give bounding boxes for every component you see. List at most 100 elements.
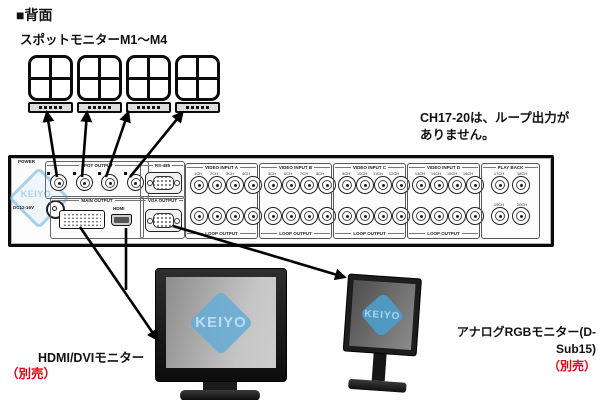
input-bnc-row — [409, 176, 484, 194]
bnc-connector — [512, 176, 530, 194]
loop-output-label: LOOP OUTPUT — [261, 231, 330, 236]
bnc-connector — [412, 176, 430, 194]
loop-output-label: LOOP OUTPUT — [187, 231, 256, 236]
monitor-bezel: KEIYO — [155, 268, 287, 382]
bnc-connector — [392, 207, 410, 225]
keiyo-logo: KEIYO — [359, 292, 405, 338]
keiyo-logo: KEIYO — [188, 289, 254, 356]
channel-label: 18CH — [516, 171, 528, 176]
bnc-connector — [47, 172, 67, 191]
main-output-section: MAIN OUTPUT HDMI — [50, 196, 144, 239]
spot-monitors-label: スポットモニターM1～M4 — [20, 33, 168, 47]
note-ch17-20: CH17-20は、ループ出力が ありません。 — [420, 110, 569, 144]
hdmi-dvi-monitor-label: HDMI/DVIモニター — [38, 351, 145, 365]
dc-label: DC12-16V — [13, 205, 35, 210]
vga-output-label: VGA OUTPUT — [142, 198, 183, 203]
bnc-connector — [374, 176, 392, 194]
hdmi-dvi-monitor-note: （別売） — [6, 367, 57, 381]
bnc-connector — [300, 176, 318, 194]
quad-screen-icon — [28, 55, 73, 101]
keiyo-logo-text: KEIYO — [195, 314, 247, 331]
channel-label: 19CH — [493, 202, 505, 207]
monitor-bezel: KEIYO — [342, 273, 422, 357]
power-label: POWER — [18, 159, 36, 164]
loop-output-label: LOOP OUTPUT — [335, 231, 404, 236]
playback-label: PLAY BACK — [483, 165, 538, 170]
bnc-connector — [244, 207, 262, 225]
bnc-connector — [72, 172, 93, 191]
hdmi-connector — [111, 214, 132, 226]
spot-monitor-icon — [126, 55, 171, 113]
analog-rgb-monitor-labels: アナログRGBモニター(D-Sub15) （別売） — [434, 324, 596, 375]
channel-label: 15CH — [446, 171, 458, 176]
bnc-connector — [356, 176, 374, 194]
channel-label: 16CH — [462, 171, 474, 176]
quad-screen-icon — [175, 55, 220, 101]
bnc-connector — [226, 207, 244, 225]
spot-monitor-icon — [175, 55, 220, 113]
page-title: ■背面 — [16, 7, 53, 23]
playback-bnc-row — [483, 176, 538, 194]
monitor-stand-base — [180, 390, 260, 400]
channel-label: 11CH — [373, 171, 383, 176]
bnc-connector — [491, 207, 509, 225]
playback-bnc-row — [483, 207, 538, 225]
channel-label: 12CH — [388, 171, 400, 176]
playback-section: PLAY BACK 17CH 18CH 19CH 20CH — [481, 163, 540, 239]
bnc-connector — [512, 207, 530, 225]
channel-label: 1CH — [193, 171, 202, 176]
channel-label: 17CH — [493, 171, 505, 176]
channel-label: 14CH — [430, 171, 442, 176]
monitor-buttons-icon — [77, 102, 122, 113]
channel-label-row: 19CH 20CH — [483, 202, 538, 207]
loop-bnc-row — [335, 207, 410, 225]
analog-rgb-monitor-note: （別売） — [547, 359, 596, 373]
monitor-screen: KEIYO — [166, 277, 276, 368]
analog-rgb-monitor-label: アナログRGBモニター(D-Sub15) — [456, 325, 596, 356]
monitor-screen: KEIYO — [349, 279, 416, 351]
bnc-connector — [356, 207, 374, 225]
bnc-connector — [300, 207, 318, 225]
bnc-connector — [318, 207, 336, 225]
input-bnc-row — [335, 176, 410, 194]
bnc-connector — [466, 207, 484, 225]
bnc-connector — [338, 207, 356, 225]
spot-monitor-icon — [28, 55, 73, 113]
bnc-connector — [448, 176, 466, 194]
monitor-stand-base — [348, 378, 407, 393]
note-line2: ありません。 — [420, 128, 495, 142]
main-output-label: MAIN OUTPUT — [52, 198, 142, 203]
bnc-connector — [318, 176, 336, 194]
channel-label-row: 17CH 18CH — [483, 171, 538, 176]
bnc-connector — [430, 176, 448, 194]
bnc-connector — [430, 207, 448, 225]
video-input-b-label: VIDEO INPUT B — [261, 165, 330, 170]
channel-label: 9CH — [341, 171, 350, 176]
channel-label: 7CH — [299, 171, 308, 176]
bnc-connector — [282, 207, 300, 225]
vga-output-section: VGA OUTPUT — [140, 196, 185, 239]
channel-label: 20CH — [516, 202, 528, 207]
keiyo-watermark: KEIYO — [7, 166, 71, 230]
quad-screen-icon — [126, 55, 171, 101]
bnc-connector — [412, 207, 430, 225]
monitor-buttons-icon — [28, 102, 73, 113]
video-input-a-label: VIDEO INPUT A — [187, 165, 256, 170]
channel-label: 8CH — [315, 171, 324, 176]
bnc-connector — [374, 207, 392, 225]
channel-label: 4CH — [241, 171, 250, 176]
bnc-connector — [98, 172, 119, 191]
bnc-connector — [338, 176, 356, 194]
hdmi-label: HDMI — [113, 206, 125, 211]
bnc-connector — [491, 176, 509, 194]
spot-output-label: SPOT OUTPUT — [47, 163, 147, 168]
bnc-connector — [282, 176, 300, 194]
spot-output-section: SPOT OUTPUT — [45, 161, 149, 199]
channel-label: 5CH — [267, 171, 276, 176]
bnc-connector — [208, 207, 226, 225]
